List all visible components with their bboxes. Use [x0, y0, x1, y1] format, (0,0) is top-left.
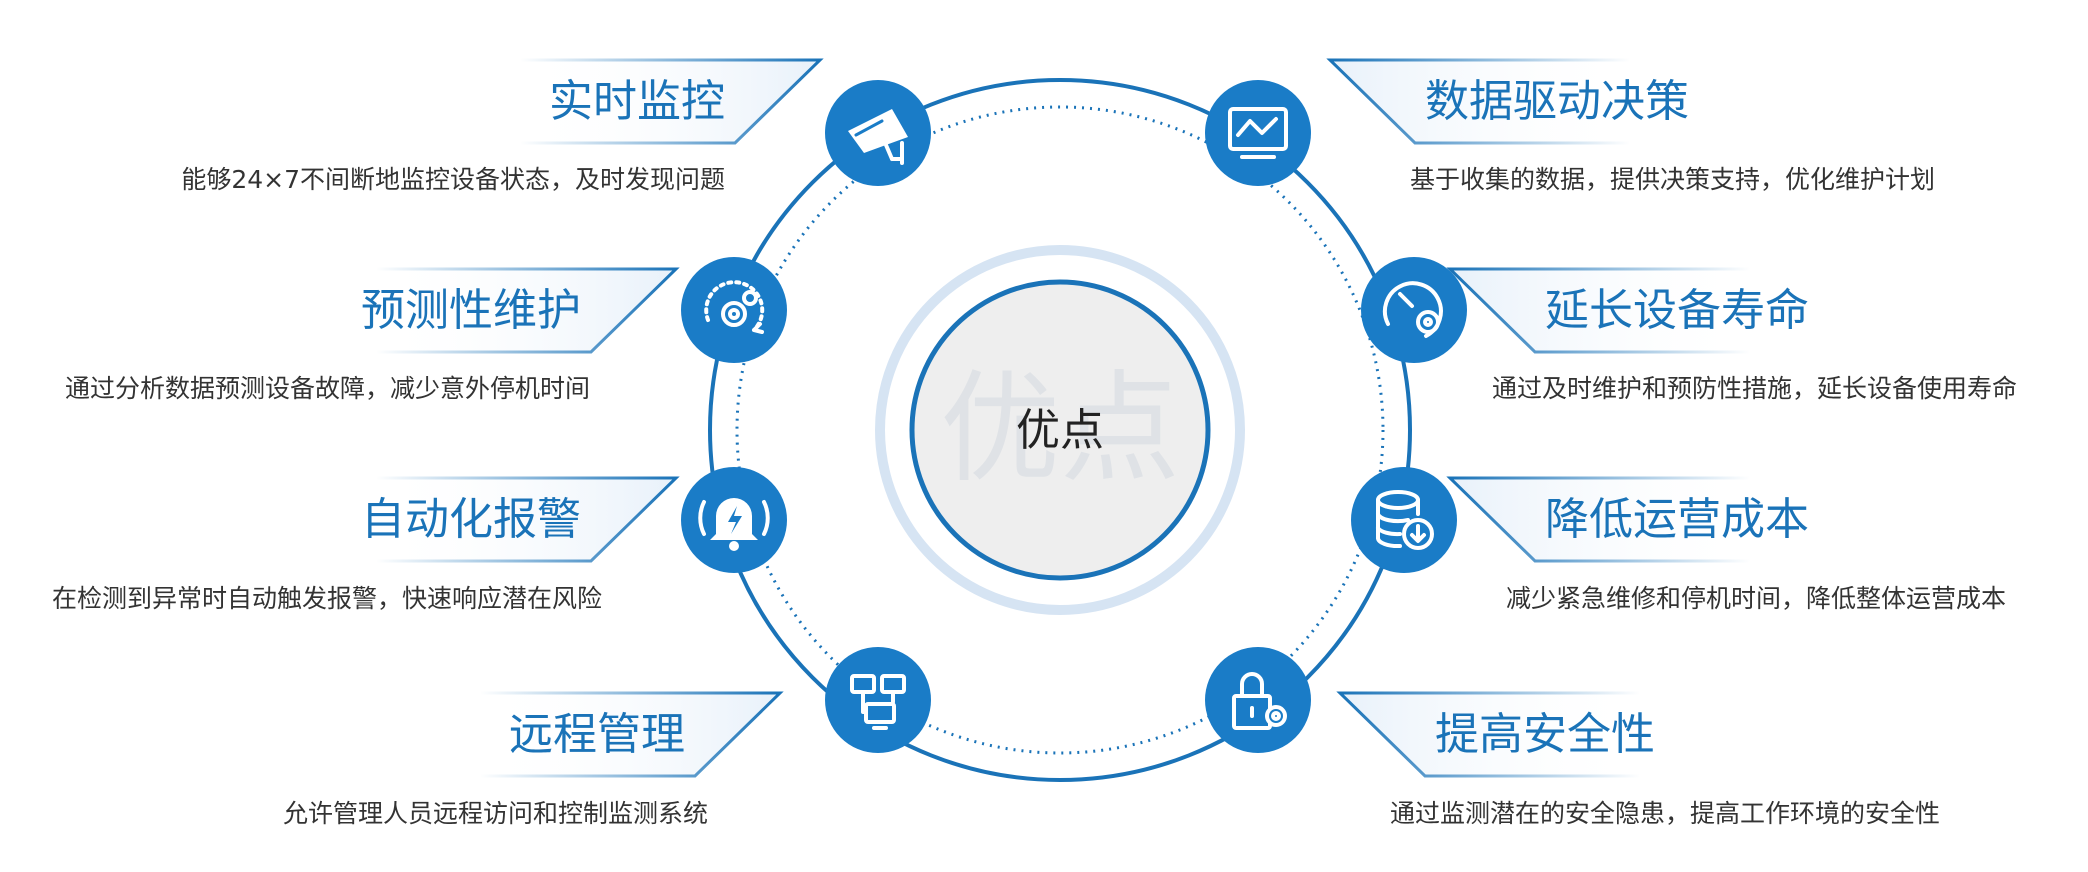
title-banner: [480, 693, 780, 776]
title-banner-edge: [1336, 691, 1640, 778]
title-banner-edge: [480, 691, 784, 778]
title-banner-edge: [520, 58, 824, 145]
item-title: 延长设备寿命: [1545, 285, 1809, 336]
item-title: 提高安全性: [1435, 709, 1655, 760]
item-title: 实时监控: [549, 76, 725, 127]
network-monitor-icon: [850, 674, 906, 730]
center-halo: [875, 245, 1245, 615]
title-banner: [1450, 478, 1750, 561]
gear-cycle-icon: [704, 280, 765, 334]
center-watermark: 优点: [940, 360, 1180, 499]
center-label: 优点: [1016, 405, 1104, 456]
outer-ring: [708, 78, 1412, 782]
icon-circle: [1205, 647, 1311, 753]
dotted-ring: [735, 105, 1385, 755]
item-title: 远程管理: [509, 709, 685, 760]
item-description: 基于收集的数据，提供决策支持，优化维护计划: [1410, 165, 1935, 194]
item-description: 通过分析数据预测设备故障，减少意外停机时间: [65, 374, 590, 403]
center-circle: [909, 279, 1211, 581]
item-description: 减少紧急维修和停机时间，降低整体运营成本: [1506, 584, 2006, 613]
gauge-gear-icon: [1382, 281, 1443, 338]
title-banner-edge: [1446, 267, 1750, 354]
icon-circle: [1205, 80, 1311, 186]
title-banner: [376, 478, 676, 561]
item-description: 通过及时维护和预防性措施，延长设备使用寿命: [1492, 374, 2017, 403]
item-title: 自动化报警: [361, 494, 581, 545]
surveillance-camera-icon: [848, 109, 908, 165]
alarm-bell-icon: [698, 498, 770, 551]
title-banner-edge: [376, 476, 680, 563]
title-banner-edge: [1446, 476, 1750, 563]
title-banner: [376, 269, 676, 352]
item-title: 预测性维护: [361, 285, 581, 336]
lock-gear-icon: [1232, 672, 1287, 730]
title-banner: [520, 60, 820, 143]
title-banner: [1340, 693, 1640, 776]
title-banner-edge: [376, 267, 680, 354]
item-description: 在检测到异常时自动触发报警，快速响应潜在风险: [52, 584, 602, 613]
item-title: 数据驱动决策: [1425, 76, 1689, 127]
icon-circle: [1361, 257, 1467, 363]
item-description: 通过监测潜在的安全隐患，提高工作环境的安全性: [1390, 799, 1940, 828]
item-title: 降低运营成本: [1545, 494, 1809, 545]
title-banner: [1330, 60, 1630, 143]
database-download-icon: [1375, 490, 1434, 550]
data-chart-monitor-icon: [1228, 107, 1288, 159]
title-banner: [1450, 269, 1750, 352]
title-banner-edge: [1326, 58, 1630, 145]
item-description: 能够24×7不间断地监控设备状态，及时发现问题: [181, 165, 725, 194]
item-description: 允许管理人员远程访问和控制监测系统: [283, 799, 708, 828]
icon-circle: [825, 647, 931, 753]
